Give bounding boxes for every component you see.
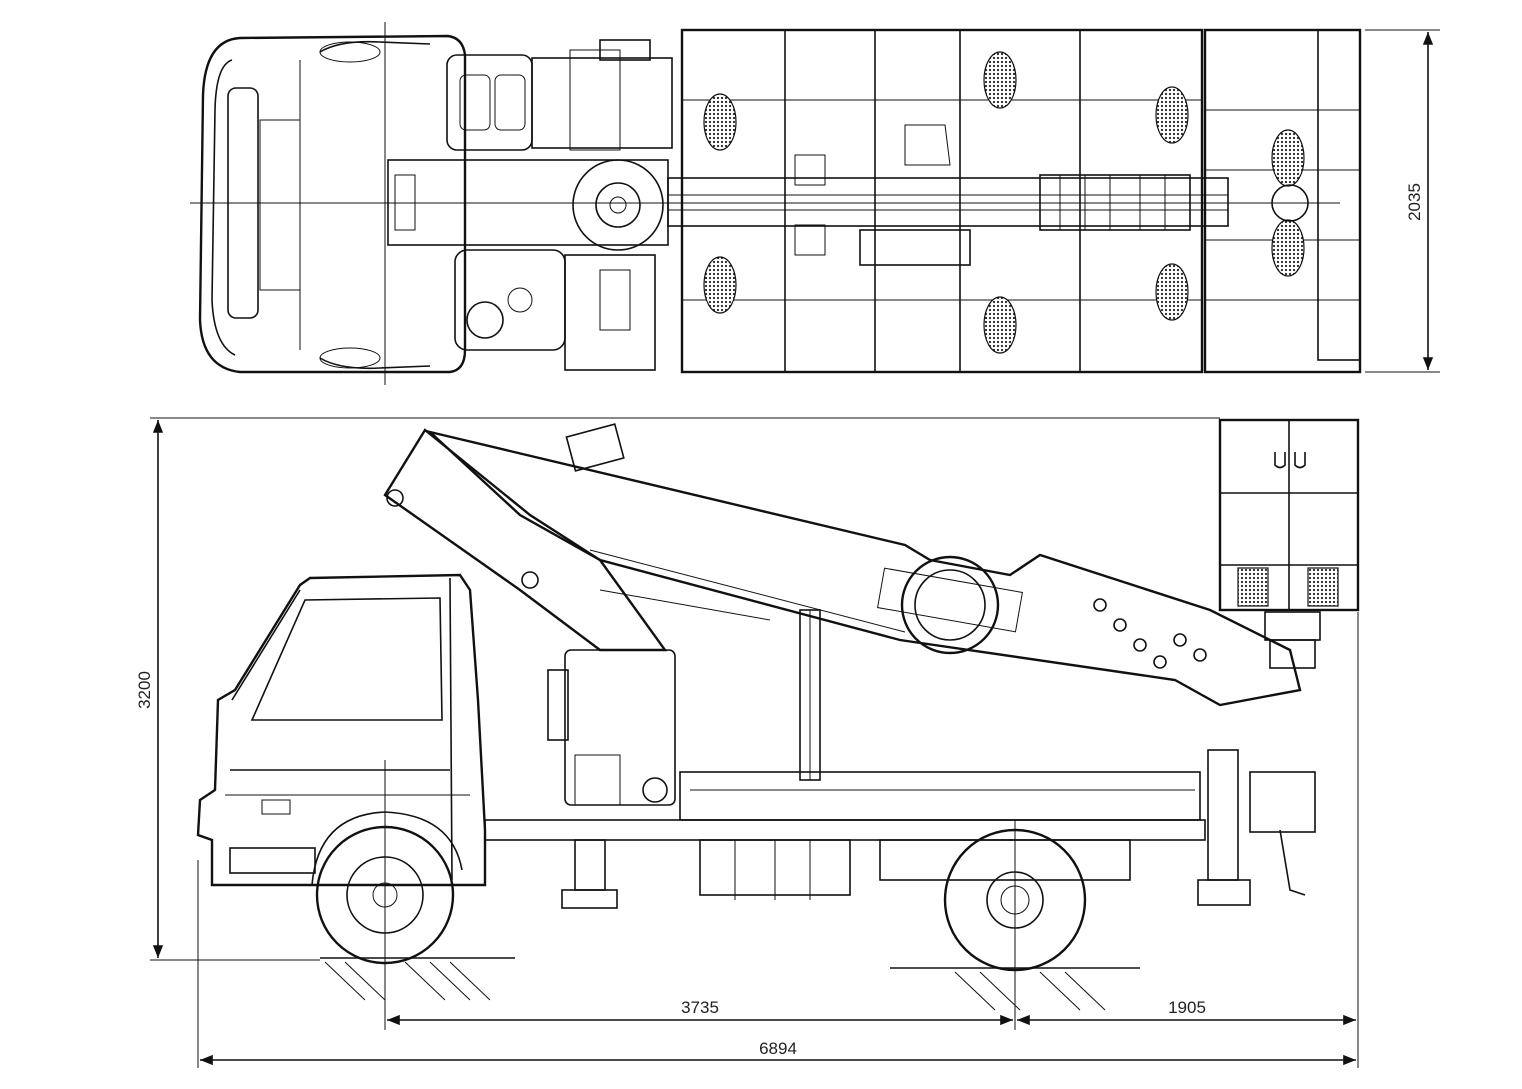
outrigger-pad (983, 296, 1017, 354)
upper-boom (425, 429, 1302, 707)
outrigger-pad (703, 256, 737, 314)
dimension-overall-height: 3200 (135, 671, 154, 709)
cab-top-outline (198, 34, 467, 374)
dimension-wheelbase: 3735 (681, 998, 719, 1017)
lower-boom (383, 428, 668, 652)
outrigger-pad (983, 51, 1017, 109)
outrigger-pad (1155, 86, 1189, 144)
dimension-total-length: 6894 (759, 1039, 797, 1058)
chassis-frame (484, 819, 1206, 841)
dimension-rear-overhang: 1905 (1168, 998, 1206, 1017)
cab-side-outline (196, 573, 487, 887)
dimension-overall-width: 2035 (1405, 183, 1424, 221)
top-view (190, 22, 1440, 385)
side-view (150, 417, 1360, 1068)
deck-outline (680, 28, 1204, 374)
outrigger-pad (1155, 263, 1189, 321)
outrigger-pad (703, 93, 737, 151)
